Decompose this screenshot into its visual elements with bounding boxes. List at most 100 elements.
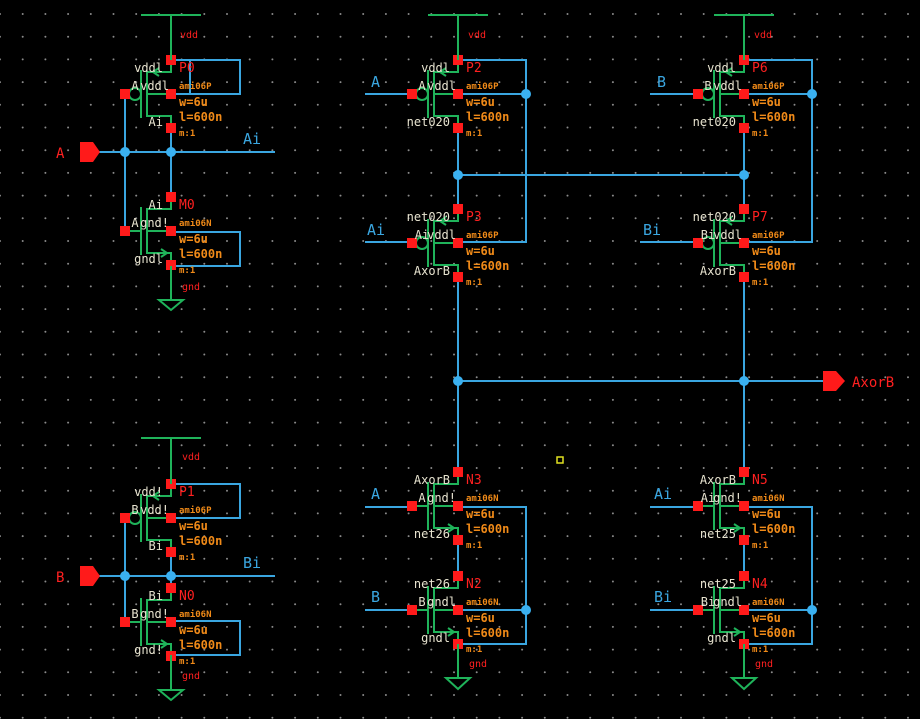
terminal-pin[interactable] (407, 501, 417, 511)
terminal-pin[interactable] (739, 123, 749, 133)
wire-p1-bulk[interactable] (171, 483, 241, 519)
terminal-pin[interactable] (166, 583, 176, 593)
grid-dot (884, 694, 887, 696)
terminal-pin[interactable] (453, 238, 463, 248)
terminal-pin[interactable] (693, 89, 703, 99)
grid-dot (634, 421, 637, 424)
terminal-pin[interactable] (693, 501, 703, 511)
terminal-pin[interactable] (120, 617, 130, 627)
terminal-pin[interactable] (166, 89, 176, 99)
terminal-pin[interactable] (739, 238, 749, 248)
grid-dot (498, 103, 501, 106)
terminal-pin[interactable] (453, 467, 463, 477)
terminal-pin[interactable] (693, 238, 703, 248)
terminal-pin[interactable] (120, 226, 130, 236)
terminal-pin[interactable] (453, 535, 463, 545)
grid-dot (226, 421, 228, 424)
grid-dot (725, 217, 728, 220)
grid-dot (816, 671, 819, 674)
wire-gnd-bulk-mid[interactable] (458, 506, 527, 645)
grid-dot (384, 671, 387, 674)
grid-dot (611, 285, 614, 288)
model-name: ami06N (179, 609, 212, 620)
selection-marker[interactable] (556, 456, 564, 464)
vdd-symbol[interactable]: vdd (714, 14, 774, 60)
terminal-pin[interactable] (120, 89, 130, 99)
pin-b[interactable]: B (56, 566, 100, 586)
grid-dot (498, 603, 501, 606)
terminal-pin[interactable] (739, 89, 749, 99)
grid-dot (226, 557, 228, 560)
grid-dot (702, 126, 705, 129)
terminal-pin[interactable] (166, 260, 176, 270)
gnd-symbol[interactable]: gnd (156, 655, 200, 702)
grid-dot (180, 126, 183, 129)
terminal-pin[interactable] (166, 617, 176, 627)
grid-dot (294, 58, 297, 61)
terminal-pin[interactable] (407, 89, 417, 99)
grid-dot (589, 421, 592, 424)
grid-dot (498, 467, 501, 469)
terminal-pin[interactable] (453, 501, 463, 511)
terminal-pin[interactable] (120, 513, 130, 523)
wire-p0-bulk-loop[interactable] (171, 59, 241, 95)
net-label-bi: Bi (643, 221, 661, 239)
wire-m0-bulk[interactable] (171, 231, 241, 267)
pin-a[interactable]: A (56, 142, 100, 162)
pin-axorb[interactable]: AxorB (823, 371, 894, 391)
terminal-pin[interactable] (693, 605, 703, 615)
terminal-pin[interactable] (407, 605, 417, 615)
terminal-pin[interactable] (166, 192, 176, 202)
terminal-pin[interactable] (453, 605, 463, 615)
terminal-pin[interactable] (739, 467, 749, 477)
wire-n0-bulk[interactable] (171, 620, 241, 656)
vdd-symbol[interactable]: vdd (428, 14, 488, 60)
grid-dot (248, 535, 251, 538)
vdd-symbol[interactable]: vdd (141, 437, 201, 484)
terminal-pin[interactable] (407, 238, 417, 248)
terminal-pin[interactable] (166, 513, 176, 523)
wire-gnd-bulk-right[interactable] (744, 506, 813, 645)
gnd-symbol[interactable]: gnd (156, 266, 200, 312)
terminal-pin[interactable] (739, 204, 749, 214)
terminal-pin[interactable] (453, 571, 463, 581)
terminal-pin[interactable] (166, 226, 176, 236)
grid-dot (430, 512, 433, 515)
terminal-pin[interactable] (739, 571, 749, 581)
grid-dot (157, 285, 160, 288)
terminal-pin[interactable] (453, 272, 463, 282)
grid-dot (203, 557, 206, 560)
terminal-pin[interactable] (739, 501, 749, 511)
terminal-pin[interactable] (739, 535, 749, 545)
grid-dot (157, 444, 160, 447)
gnd-symbol[interactable]: gnd (729, 644, 773, 691)
grid-dot (907, 81, 909, 84)
vdd-symbol[interactable]: vdd (141, 14, 201, 60)
terminal-pin[interactable] (166, 123, 176, 133)
gnd-symbol[interactable]: gnd (443, 644, 487, 691)
terminal-pin[interactable] (166, 547, 176, 557)
terminal-pin[interactable] (453, 204, 463, 214)
terminal-pin[interactable] (453, 89, 463, 99)
terminal-pin[interactable] (453, 123, 463, 133)
grid-dot (407, 625, 410, 628)
terminal-pin[interactable] (739, 605, 749, 615)
wire-vdd-bulk-right[interactable] (744, 59, 813, 243)
terminal-pin[interactable] (739, 272, 749, 282)
grid-dot (112, 648, 115, 651)
wire-vdd-bulk-mid[interactable] (458, 59, 527, 243)
grid-dot (67, 625, 70, 628)
grid-dot (521, 557, 524, 560)
